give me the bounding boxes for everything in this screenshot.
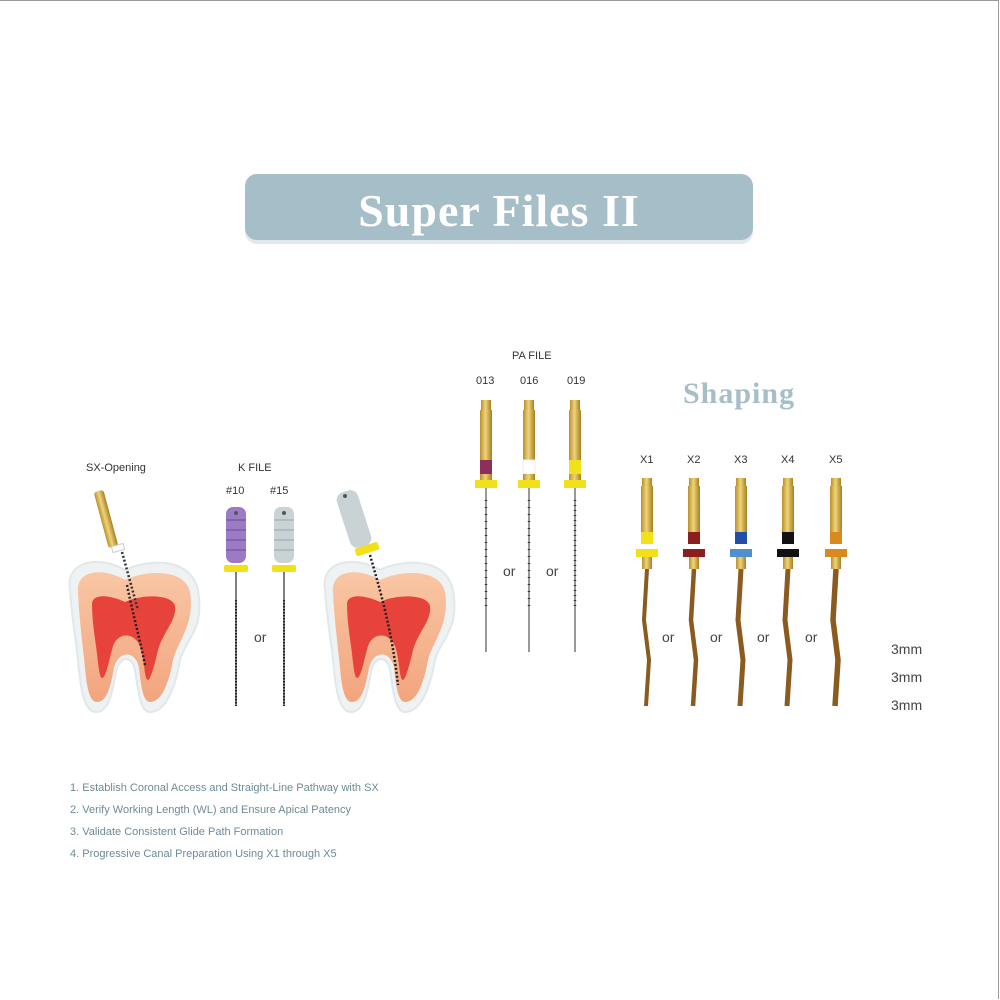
step-4: 4. Progressive Canal Preparation Using X… bbox=[70, 848, 337, 860]
pa-file-013 bbox=[475, 400, 497, 652]
x-file-5 bbox=[825, 478, 847, 707]
tooth-1 bbox=[68, 560, 201, 714]
k10-label: #10 bbox=[226, 485, 245, 497]
or-separator: or bbox=[503, 563, 516, 579]
tooth-2 bbox=[323, 554, 456, 714]
step-3: 3. Validate Consistent Glide Path Format… bbox=[70, 826, 284, 838]
or-separator: or bbox=[662, 629, 675, 645]
sx-opening-label: SX-Opening bbox=[86, 462, 146, 474]
step-2: 2. Verify Working Length (WL) and Ensure… bbox=[70, 804, 352, 816]
or-separator: or bbox=[757, 629, 770, 645]
x4-label: X4 bbox=[781, 454, 795, 466]
or-separator: or bbox=[710, 629, 723, 645]
pa019-label: 019 bbox=[567, 375, 586, 387]
x-file-4 bbox=[777, 478, 799, 707]
x1-label: X1 bbox=[640, 454, 654, 466]
step-1: 1. Establish Coronal Access and Straight… bbox=[70, 782, 379, 794]
k-file-label: K FILE bbox=[238, 462, 272, 474]
k-file-10 bbox=[224, 507, 248, 706]
or-separator: or bbox=[546, 563, 559, 579]
k15-label: #15 bbox=[270, 485, 289, 497]
procedure-steps: 1. Establish Coronal Access and Straight… bbox=[70, 780, 379, 868]
pa016-label: 016 bbox=[520, 375, 539, 387]
pa-file-019 bbox=[564, 400, 586, 652]
mm-label-1: 3mm bbox=[891, 641, 923, 657]
sx-file bbox=[94, 490, 140, 611]
mm-label-3: 3mm bbox=[891, 697, 923, 713]
or-separator: or bbox=[254, 629, 267, 645]
x3-label: X3 bbox=[734, 454, 748, 466]
x-file-3 bbox=[730, 478, 752, 707]
k-file-in-tooth bbox=[336, 490, 380, 556]
pa-file-label: PA FILE bbox=[512, 350, 552, 362]
x2-label: X2 bbox=[687, 454, 701, 466]
shaping-heading: Shaping bbox=[683, 377, 796, 410]
mm-label-2: 3mm bbox=[891, 669, 923, 685]
page-title: Super Files II bbox=[358, 185, 640, 236]
x-file-1 bbox=[636, 478, 658, 707]
x5-label: X5 bbox=[829, 454, 843, 466]
pa-file-016 bbox=[518, 400, 540, 652]
k-file-15 bbox=[272, 507, 296, 706]
title-banner: Super Files II bbox=[245, 174, 753, 240]
or-separator: or bbox=[805, 629, 818, 645]
x-file-2 bbox=[683, 478, 705, 707]
pa013-label: 013 bbox=[476, 375, 495, 387]
